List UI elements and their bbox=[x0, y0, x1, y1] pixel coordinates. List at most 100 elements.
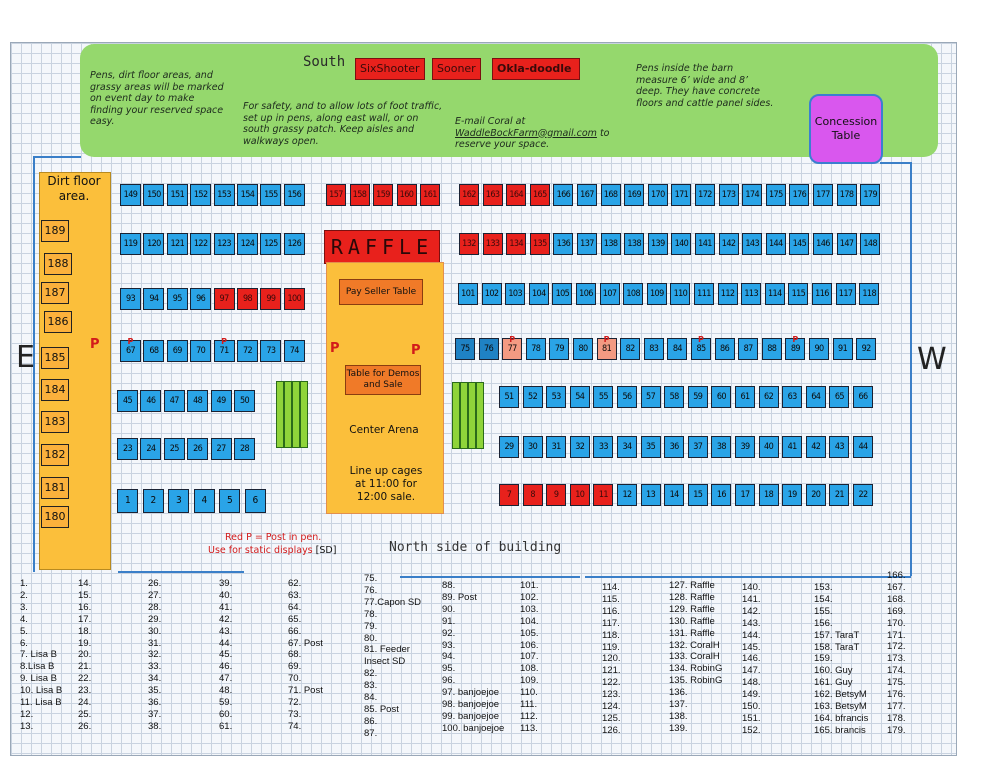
pen-176[interactable]: 176 bbox=[789, 184, 810, 206]
pen-114[interactable]: 114 bbox=[764, 283, 785, 305]
pen-81[interactable]: 81 bbox=[596, 338, 617, 360]
pen-177[interactable]: 177 bbox=[813, 184, 833, 206]
pen-117[interactable]: 117 bbox=[835, 283, 856, 305]
pen-32[interactable]: 32 bbox=[569, 436, 590, 458]
pen-5[interactable]: 5 bbox=[219, 489, 240, 513]
pen-168[interactable]: 168 bbox=[600, 184, 621, 206]
pen-126[interactable]: 126 bbox=[283, 233, 305, 255]
pen-70[interactable]: 70 bbox=[190, 340, 212, 362]
pen-59[interactable]: 59 bbox=[687, 386, 708, 408]
pen-38[interactable]: 38 bbox=[711, 436, 732, 458]
pen-101[interactable]: 101 bbox=[458, 283, 478, 305]
pen-34[interactable]: 34 bbox=[617, 436, 637, 458]
pen-3[interactable]: 3 bbox=[168, 489, 189, 513]
pen-171[interactable]: 171 bbox=[671, 184, 692, 206]
pen-16[interactable]: 16 bbox=[711, 484, 732, 506]
pen-14[interactable]: 14 bbox=[664, 484, 685, 506]
pen-150[interactable]: 150 bbox=[143, 184, 165, 206]
pen-147[interactable]: 147 bbox=[836, 233, 857, 255]
pen-153[interactable]: 153 bbox=[213, 184, 235, 206]
pen-154[interactable]: 154 bbox=[237, 184, 258, 206]
pen-113[interactable]: 113 bbox=[741, 283, 762, 305]
pen-30[interactable]: 30 bbox=[522, 436, 543, 458]
pen-97[interactable]: 97 bbox=[213, 288, 235, 310]
pen-89[interactable]: 89 bbox=[785, 338, 806, 360]
pen-63[interactable]: 63 bbox=[782, 386, 803, 408]
pen-137[interactable]: 137 bbox=[577, 233, 597, 255]
pen-138[interactable]: 138 bbox=[624, 233, 645, 255]
pen-1[interactable]: 1 bbox=[117, 489, 138, 513]
pen-105[interactable]: 105 bbox=[552, 283, 573, 305]
pen-100[interactable]: 100 bbox=[283, 288, 305, 310]
pen-169[interactable]: 169 bbox=[624, 184, 645, 206]
pen-121[interactable]: 121 bbox=[166, 233, 188, 255]
pen-79[interactable]: 79 bbox=[549, 338, 570, 360]
pen-76[interactable]: 76 bbox=[478, 338, 499, 360]
pen-133[interactable]: 133 bbox=[482, 233, 503, 255]
pen-96[interactable]: 96 bbox=[190, 288, 212, 310]
pen-135[interactable]: 135 bbox=[529, 233, 550, 255]
pen-92[interactable]: 92 bbox=[856, 338, 877, 360]
pen-9[interactable]: 9 bbox=[546, 484, 567, 506]
pen-10[interactable]: 10 bbox=[569, 484, 590, 506]
pen-2[interactable]: 2 bbox=[142, 489, 164, 513]
pen-25[interactable]: 25 bbox=[163, 438, 185, 460]
pen-21[interactable]: 21 bbox=[829, 484, 850, 506]
pen-62[interactable]: 62 bbox=[758, 386, 779, 408]
pen-161[interactable]: 161 bbox=[420, 184, 440, 206]
pen-15[interactable]: 15 bbox=[687, 484, 708, 506]
pen-158[interactable]: 158 bbox=[349, 184, 370, 206]
pen-78[interactable]: 78 bbox=[525, 338, 546, 360]
pen-84[interactable]: 84 bbox=[667, 338, 688, 360]
pen-80[interactable]: 80 bbox=[573, 338, 593, 360]
pen-93[interactable]: 93 bbox=[120, 288, 141, 310]
pen-159[interactable]: 159 bbox=[373, 184, 393, 206]
pen-144[interactable]: 144 bbox=[765, 233, 786, 255]
pen-175[interactable]: 175 bbox=[765, 184, 786, 206]
pen-116[interactable]: 116 bbox=[812, 283, 832, 305]
pen-112[interactable]: 112 bbox=[717, 283, 738, 305]
pen-74[interactable]: 74 bbox=[283, 340, 305, 362]
pen-178[interactable]: 178 bbox=[836, 184, 857, 206]
pen-61[interactable]: 61 bbox=[735, 386, 755, 408]
pen-55[interactable]: 55 bbox=[593, 386, 614, 408]
pen-103[interactable]: 103 bbox=[505, 283, 526, 305]
dirt-pen-182[interactable]: 182 bbox=[41, 444, 69, 466]
pen-51[interactable]: 51 bbox=[499, 386, 519, 408]
pen-18[interactable]: 18 bbox=[758, 484, 779, 506]
pen-152[interactable]: 152 bbox=[190, 184, 212, 206]
pen-157[interactable]: 157 bbox=[326, 184, 346, 206]
pen-73[interactable]: 73 bbox=[260, 340, 282, 362]
pen-95[interactable]: 95 bbox=[166, 288, 188, 310]
pen-22[interactable]: 22 bbox=[853, 484, 873, 506]
pen-125[interactable]: 125 bbox=[260, 233, 282, 255]
pen-58[interactable]: 58 bbox=[664, 386, 685, 408]
pen-37[interactable]: 37 bbox=[687, 436, 708, 458]
pen-164[interactable]: 164 bbox=[506, 184, 527, 206]
pen-160[interactable]: 160 bbox=[396, 184, 417, 206]
dirt-pen-185[interactable]: 185 bbox=[41, 347, 69, 369]
pen-141[interactable]: 141 bbox=[695, 233, 715, 255]
pen-71[interactable]: 71 bbox=[213, 340, 235, 362]
pen-60[interactable]: 60 bbox=[711, 386, 732, 408]
dirt-pen-180[interactable]: 180 bbox=[41, 506, 69, 528]
pen-4[interactable]: 4 bbox=[193, 489, 215, 513]
pen-110[interactable]: 110 bbox=[670, 283, 691, 305]
pen-27[interactable]: 27 bbox=[210, 438, 232, 460]
pen-65[interactable]: 65 bbox=[829, 386, 850, 408]
pen-122[interactable]: 122 bbox=[190, 233, 212, 255]
pen-106[interactable]: 106 bbox=[576, 283, 596, 305]
dirt-pen-187[interactable]: 187 bbox=[41, 282, 69, 304]
pen-54[interactable]: 54 bbox=[569, 386, 590, 408]
pen-86[interactable]: 86 bbox=[714, 338, 735, 360]
pen-138[interactable]: 138 bbox=[600, 233, 621, 255]
pen-139[interactable]: 139 bbox=[647, 233, 668, 255]
pen-99[interactable]: 99 bbox=[260, 288, 282, 310]
pen-24[interactable]: 24 bbox=[140, 438, 162, 460]
pen-39[interactable]: 39 bbox=[735, 436, 755, 458]
pen-28[interactable]: 28 bbox=[234, 438, 255, 460]
pen-66[interactable]: 66 bbox=[853, 386, 873, 408]
pen-31[interactable]: 31 bbox=[546, 436, 567, 458]
pen-19[interactable]: 19 bbox=[782, 484, 803, 506]
pen-20[interactable]: 20 bbox=[805, 484, 826, 506]
